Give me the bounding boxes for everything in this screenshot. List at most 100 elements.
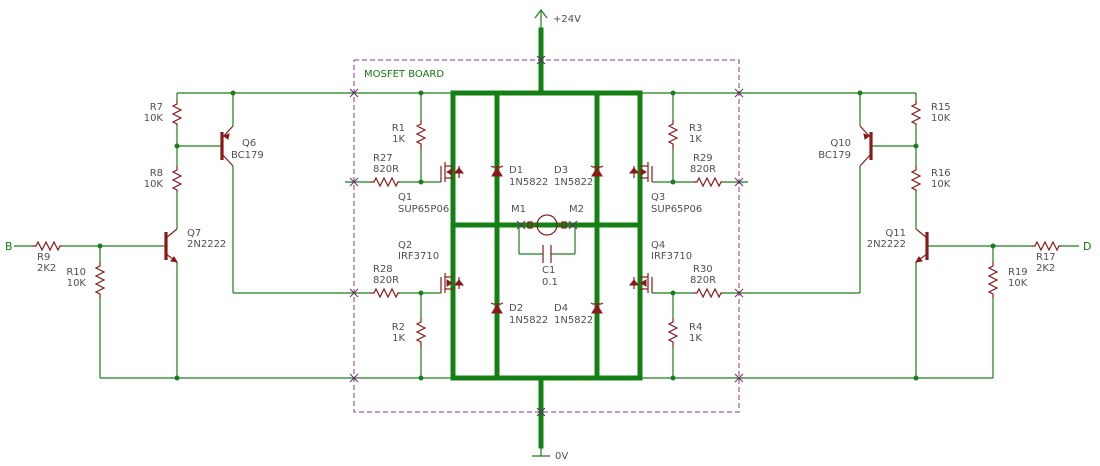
capacitor-c1: C1 0.1	[518, 225, 576, 288]
svg-text:1N5822: 1N5822	[509, 177, 548, 188]
svg-text:1K: 1K	[689, 134, 702, 145]
svg-text:R8: R8	[150, 168, 163, 179]
right-driver-wiring	[640, 92, 1079, 379]
svg-text:10K: 10K	[931, 179, 951, 190]
svg-text:R28: R28	[373, 264, 393, 275]
resistor-r4: R4 1K	[667, 318, 702, 348]
svg-text:1N5822: 1N5822	[554, 315, 593, 326]
port-b: B	[5, 240, 13, 253]
svg-text:Q10: Q10	[830, 138, 851, 149]
svg-text:820R: 820R	[690, 164, 716, 175]
resistor-r3: R3 1K	[667, 120, 702, 150]
resistor-r9: R9 2K2	[32, 240, 62, 274]
svg-text:D2: D2	[509, 303, 523, 314]
svg-text:820R: 820R	[373, 275, 399, 286]
board-connector-marks	[349, 88, 744, 383]
mosfet-board-outline	[353, 59, 740, 413]
motor-m1-label: M1	[511, 204, 526, 215]
svg-text:IRF3710: IRF3710	[651, 251, 692, 262]
svg-text:Q4: Q4	[651, 240, 665, 251]
mosfet-q4: Q4 IRF3710	[628, 240, 692, 293]
svg-text:R2: R2	[392, 322, 405, 333]
transistor-q7: Q7 2N2222	[164, 228, 226, 263]
transistor-q10: Q10 BC179	[818, 125, 873, 167]
resistor-r28: R28 820R	[370, 264, 400, 299]
resistor-r17: R17 2K2	[1031, 240, 1061, 274]
svg-text:D3: D3	[554, 165, 568, 176]
supply-rail: +24V	[534, 9, 581, 95]
svg-text:C1: C1	[542, 265, 555, 276]
mosfet-q3: Q3 SUP65P06	[628, 162, 702, 215]
svg-text:10K: 10K	[1008, 278, 1028, 289]
diode-d3: D3 1N5822	[554, 165, 604, 188]
svg-text:R7: R7	[150, 102, 163, 113]
resistor-r30: R30 820R	[690, 264, 723, 299]
resistor-r8: R8 10K	[144, 166, 183, 192]
svg-text:R17: R17	[1036, 252, 1056, 263]
svg-text:0.1: 0.1	[542, 277, 558, 288]
svg-text:2K2: 2K2	[1036, 263, 1055, 274]
svg-text:1K: 1K	[392, 134, 405, 145]
h-bridge-bus	[450, 90, 643, 381]
diode-d2: D2 1N5822	[490, 302, 548, 326]
transistor-q6: Q6 BC179	[220, 125, 264, 167]
svg-text:Q7: Q7	[187, 228, 201, 239]
svg-text:Q2: Q2	[398, 240, 412, 251]
svg-text:R30: R30	[693, 264, 713, 275]
resistor-r16: R16 10K	[910, 166, 951, 192]
svg-text:D4: D4	[554, 303, 568, 314]
resistor-r2: R2 1K	[392, 318, 427, 348]
svg-text:R29: R29	[693, 153, 713, 164]
svg-text:820R: 820R	[690, 275, 716, 286]
svg-text:SUP65P06: SUP65P06	[651, 204, 702, 215]
svg-text:10K: 10K	[67, 278, 87, 289]
svg-text:Q11: Q11	[885, 228, 906, 239]
diode-d4: D4 1N5822	[554, 302, 604, 326]
svg-text:R4: R4	[689, 322, 702, 333]
svg-text:1N5822: 1N5822	[554, 177, 593, 188]
svg-text:Q1: Q1	[398, 192, 412, 203]
svg-text:2N2222: 2N2222	[867, 239, 906, 250]
mosfet-q2: Q2 IRF3710	[398, 240, 465, 293]
resistor-r7: R7 10K	[144, 100, 183, 126]
board-title: MOSFET BOARD	[364, 69, 444, 80]
svg-text:10K: 10K	[931, 113, 951, 124]
svg-text:SUP65P06: SUP65P06	[398, 204, 449, 215]
ground-rail: 0V	[532, 375, 568, 462]
ground-label: 0V	[555, 451, 568, 462]
svg-text:1K: 1K	[392, 333, 405, 344]
svg-text:IRF3710: IRF3710	[398, 251, 439, 262]
svg-text:R16: R16	[931, 168, 951, 179]
svg-text:2K2: 2K2	[37, 263, 56, 274]
mosfet-q1: Q1 SUP65P06	[398, 162, 465, 215]
svg-text:10K: 10K	[144, 179, 164, 190]
resistor-r27: R27 820R	[370, 153, 400, 188]
resistor-r10: R10 10K	[66, 262, 106, 298]
port-d: D	[1083, 240, 1091, 253]
svg-text:BC179: BC179	[818, 150, 851, 161]
supply-label: +24V	[553, 14, 581, 25]
svg-text:10K: 10K	[144, 113, 164, 124]
resistor-r15: R15 10K	[910, 100, 951, 126]
svg-text:R9: R9	[37, 252, 50, 263]
port-d-label: D	[1083, 240, 1091, 253]
svg-text:R15: R15	[931, 102, 951, 113]
svg-text:Q3: Q3	[651, 192, 665, 203]
right-junctions	[670, 90, 996, 381]
svg-text:R3: R3	[689, 123, 702, 134]
left-junctions	[97, 90, 424, 381]
resistor-r19: R19 10K	[987, 262, 1028, 298]
svg-text:1K: 1K	[689, 333, 702, 344]
svg-text:R27: R27	[373, 153, 393, 164]
motor-m2-label: M2	[569, 204, 584, 215]
resistor-r1: R1 1K	[392, 120, 427, 150]
resistor-r29: R29 820R	[690, 153, 723, 188]
svg-text:2N2222: 2N2222	[187, 239, 226, 250]
svg-text:820R: 820R	[373, 164, 399, 175]
motor-m1-m2: M1 M2	[511, 204, 584, 236]
svg-text:BC179: BC179	[231, 150, 264, 161]
svg-text:R19: R19	[1008, 267, 1028, 278]
transistor-q11: Q11 2N2222	[867, 228, 929, 263]
svg-text:D1: D1	[509, 165, 523, 176]
